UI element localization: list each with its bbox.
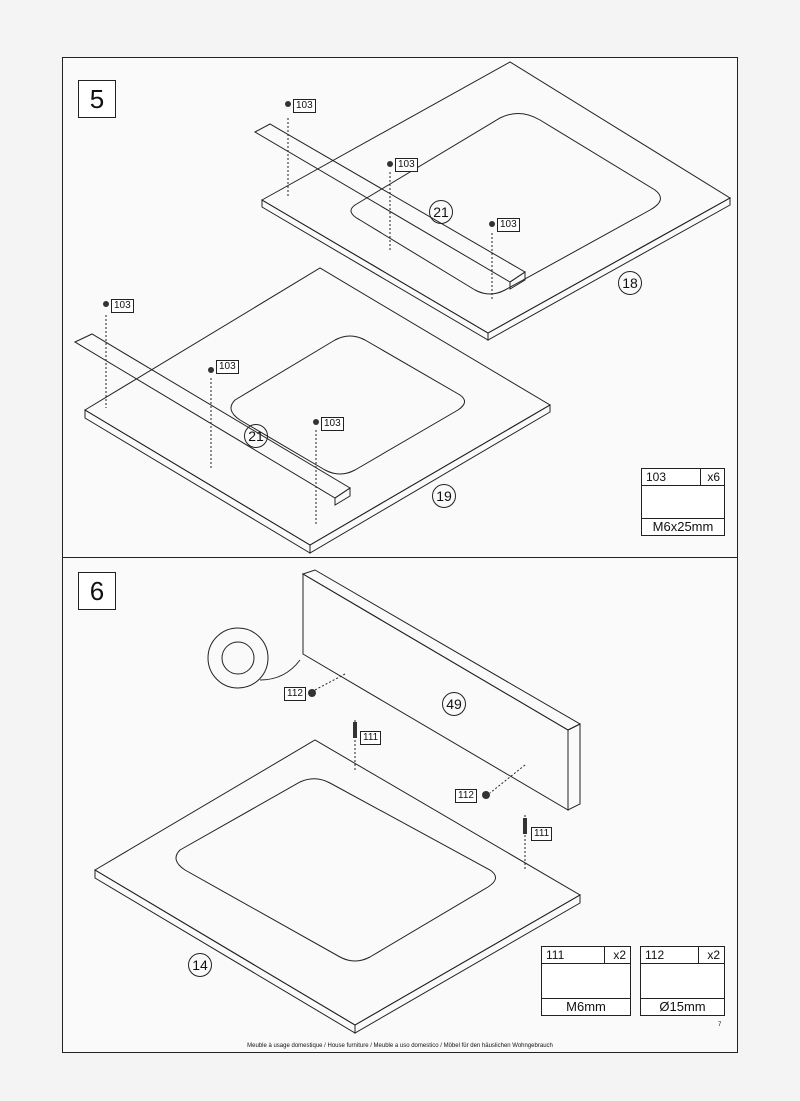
panel-18-edge-right	[487, 197, 731, 341]
instruction-frame	[62, 57, 738, 1053]
panel-14-edge-right	[354, 894, 581, 1034]
hardware-box-103: 103 x6 M6x25mm	[641, 468, 725, 536]
hardware-id: 111	[546, 948, 565, 962]
step-5-number: 5	[78, 80, 116, 118]
dowel-label: 111	[360, 731, 382, 745]
panel-19-edge	[84, 409, 311, 554]
page-number: 7	[718, 1022, 722, 1028]
panel-18-cutout	[350, 113, 661, 295]
dowel-label: 111	[531, 827, 553, 841]
hardware-id: 112	[645, 948, 665, 962]
part-number-49: 49	[442, 692, 466, 716]
part-number-21: 21	[244, 424, 268, 448]
step-6-number: 6	[78, 572, 116, 610]
panel-19-edge-right	[309, 404, 551, 554]
panel-19-outline	[84, 267, 551, 546]
panel-18-edge	[261, 199, 489, 341]
cam-label: 112	[284, 687, 306, 701]
hardware-size: Ø15mm	[641, 998, 724, 1015]
panel-49-edge	[567, 723, 581, 811]
hardware-qty: x2	[613, 948, 626, 962]
hardware-box-112: 112 x2 Ø15mm	[640, 946, 725, 1016]
screw-label: 103	[497, 218, 520, 232]
footer-text: Meuble à usage domestique / House furnit…	[247, 1043, 553, 1049]
hardware-qty: x6	[707, 470, 720, 484]
rail-21a-side	[509, 271, 526, 290]
hardware-qty: x2	[707, 948, 720, 962]
hardware-size: M6mm	[542, 998, 630, 1015]
panel-19-cutout	[230, 335, 465, 475]
cam-label: 112	[455, 789, 477, 803]
cam-zoom-circle	[207, 627, 269, 689]
rail-21b	[73, 333, 351, 499]
panel-14-outline	[94, 739, 581, 1026]
hardware-box-111: 111 x2 M6mm	[541, 946, 631, 1016]
screw-label: 103	[216, 360, 239, 374]
screw-label: 103	[395, 158, 418, 172]
rail-21a	[253, 123, 526, 283]
part-number-21: 21	[429, 200, 453, 224]
panel-14-edge	[94, 869, 356, 1034]
screw-label: 103	[293, 99, 316, 113]
part-number-14: 14	[188, 953, 212, 977]
part-number-19: 19	[432, 484, 456, 508]
part-number-18: 18	[618, 271, 642, 295]
screw-label: 103	[321, 417, 344, 431]
hardware-size: M6x25mm	[642, 518, 724, 535]
rail-21b-side	[334, 487, 351, 506]
step-divider	[62, 557, 738, 558]
panel-18-outline	[260, 61, 731, 334]
panel-14-cutout	[175, 778, 496, 962]
panel-49-face	[302, 573, 569, 811]
hardware-id: 103	[646, 470, 667, 484]
screw-label: 103	[111, 299, 134, 313]
